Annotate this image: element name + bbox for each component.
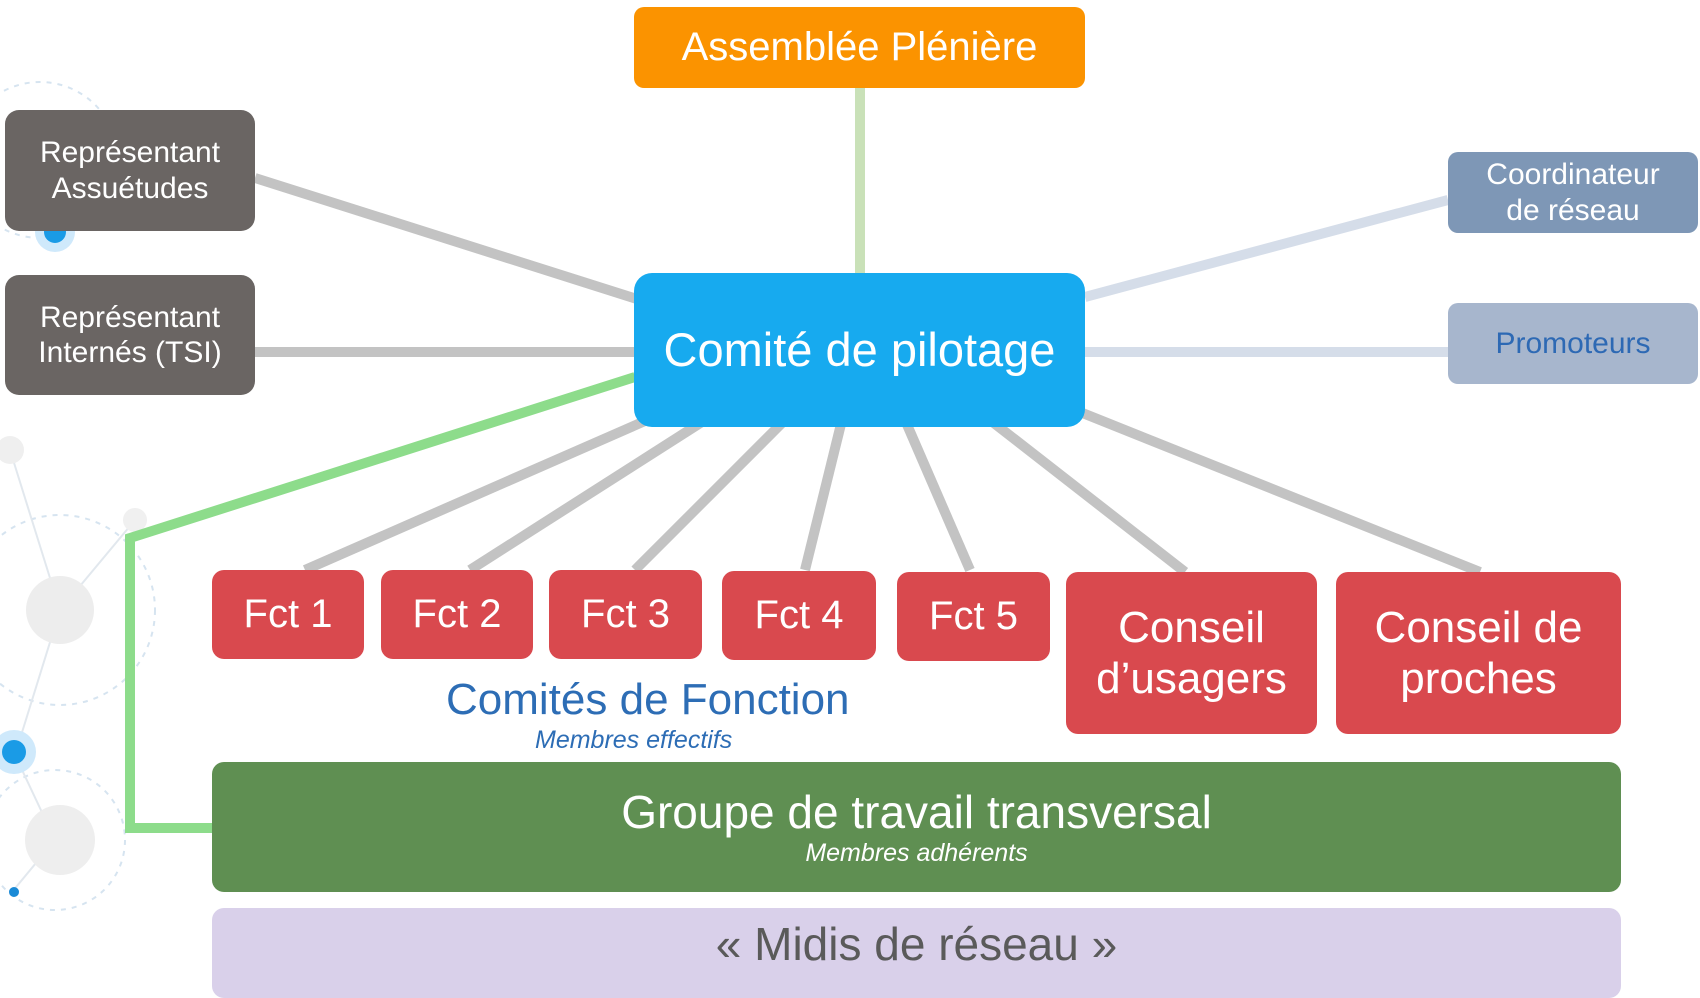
connector-fct-4 [800, 418, 847, 572]
assemblee-pleniere-label: Assemblée Plénière [681, 25, 1038, 70]
groupe-de-travail-label: Groupe de travail transversal [621, 786, 1212, 839]
coordinateur-de-reseau-box: Coordinateur de réseau [1448, 152, 1698, 233]
fct-5-label: Fct 5 [929, 594, 1018, 639]
representant-internes-box: Représentant Internés (TSI) [5, 275, 255, 395]
promoteurs-label: Promoteurs [1495, 326, 1651, 360]
comites-de-fonction-title: Comités de Fonction [446, 675, 850, 724]
coordinateur-line1: Coordinateur [1486, 158, 1660, 192]
fct-2-label: Fct 2 [412, 592, 502, 637]
fct-1-box: Fct 1 [212, 570, 364, 659]
representant-assuetudes-line2: Assuétudes [51, 171, 209, 205]
groupe-de-travail-box: Groupe de travail transversal Membres ad… [212, 762, 1621, 892]
connector-fct-1 [302, 405, 673, 575]
conseil-proches-box: Conseil de proches [1336, 572, 1621, 734]
coordinateur-line2: de réseau [1506, 193, 1640, 227]
representant-internes-line2: Internés (TSI) [38, 336, 222, 369]
comite-de-pilotage-label: Comité de pilotage [663, 322, 1056, 376]
fct-1-label: Fct 1 [243, 592, 333, 637]
connector-fct-2 [467, 415, 708, 575]
representant-assuetudes-box: Représentant Assuétudes [5, 110, 255, 231]
conseil-usagers-line1: Conseil [1118, 602, 1265, 652]
connector-fct-5 [900, 418, 975, 572]
fct-5-box: Fct 5 [897, 572, 1050, 661]
connector-rep-assuetudes [253, 173, 642, 305]
connector-coordinateur [1083, 195, 1450, 302]
conseil-proches-line1: Conseil de [1374, 602, 1583, 652]
connector-conseil-proches [1073, 405, 1482, 577]
conseil-proches-line2: proches [1400, 654, 1557, 703]
midis-de-reseau-box: « Midis de réseau » [212, 908, 1621, 998]
comites-de-fonction-subtitle: Membres effectifs [535, 726, 733, 754]
representant-assuetudes-line1: Représentant [39, 136, 221, 170]
representant-internes-line1: Représentant [39, 300, 221, 334]
connector-fct-3 [631, 416, 789, 574]
groupe-de-travail-subtitle: Membres adhérents [805, 839, 1028, 868]
fct-4-box: Fct 4 [722, 571, 876, 660]
fct-4-label: Fct 4 [754, 593, 844, 638]
midis-de-reseau-label: « Midis de réseau » [715, 918, 1118, 970]
connector-groupe [125, 372, 637, 833]
connector-conseil-usagers [986, 416, 1189, 576]
conseil-usagers-box: Conseil d’usagers [1066, 572, 1317, 734]
comite-de-pilotage-box: Comité de pilotage [634, 273, 1085, 427]
assemblee-pleniere-box: Assemblée Plénière [634, 7, 1085, 88]
fct-3-label: Fct 3 [581, 592, 670, 637]
conseil-usagers-line2: d’usagers [1096, 654, 1287, 703]
promoteurs-box: Promoteurs [1448, 303, 1698, 384]
fct-2-box: Fct 2 [381, 570, 533, 659]
fct-3-box: Fct 3 [549, 570, 702, 659]
